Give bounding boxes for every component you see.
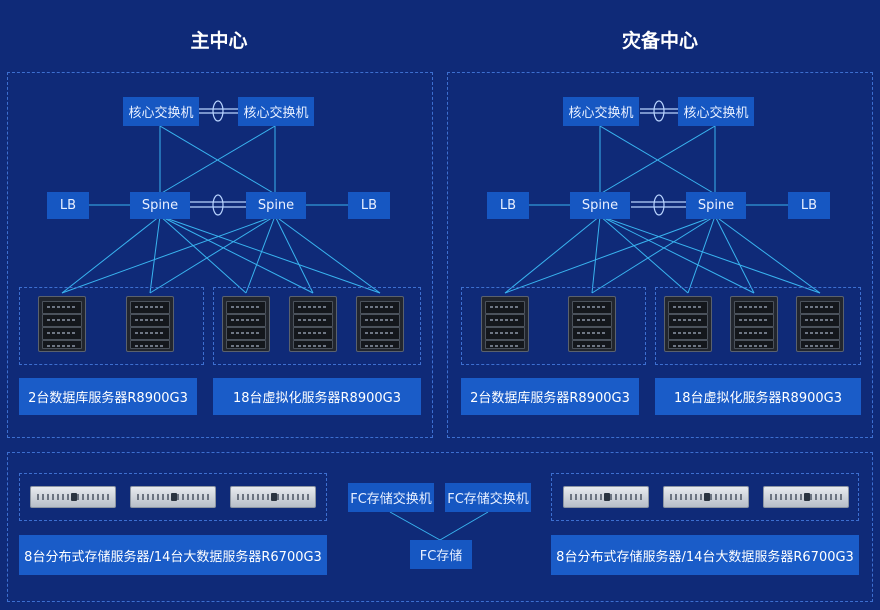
dr-lb-left: LB — [487, 192, 529, 219]
main-lb-left: LB — [47, 192, 89, 219]
server-rack — [38, 296, 86, 352]
dr-db-servers-label: 2台数据库服务器R8900G3 — [461, 378, 639, 415]
dr-db-server-group — [461, 287, 646, 365]
dr-spine-2: Spine — [686, 192, 746, 219]
dr-core-switch-2: 核心交换机 — [678, 97, 754, 126]
server-rack — [289, 296, 337, 352]
right-storage-group — [551, 473, 859, 521]
server-rack — [664, 296, 712, 352]
server-rack — [568, 296, 616, 352]
server-rack — [730, 296, 778, 352]
main-core-switch-1: 核心交换机 — [123, 97, 199, 126]
right-storage-label: 8台分布式存储服务器/14台大数据服务器R6700G3 — [551, 535, 859, 575]
storage-server — [230, 486, 316, 508]
server-rack — [481, 296, 529, 352]
fc-storage-switch-1: FC存储交换机 — [348, 483, 434, 512]
main-center-title: 主中心 — [190, 30, 248, 52]
left-storage-label: 8台分布式存储服务器/14台大数据服务器R6700G3 — [19, 535, 327, 575]
server-rack — [222, 296, 270, 352]
dr-core-switch-1: 核心交换机 — [563, 97, 639, 126]
storage-server — [130, 486, 216, 508]
storage-region — [7, 452, 873, 602]
storage-server — [763, 486, 849, 508]
dr-center-region — [447, 72, 873, 438]
server-rack — [796, 296, 844, 352]
main-db-servers-label: 2台数据库服务器R8900G3 — [19, 378, 197, 415]
fc-storage: FC存储 — [410, 540, 472, 569]
main-center-region — [7, 72, 433, 438]
storage-server — [563, 486, 649, 508]
server-rack — [126, 296, 174, 352]
fc-storage-switch-2: FC存储交换机 — [445, 483, 531, 512]
dr-virt-server-group — [655, 287, 861, 365]
main-db-server-group — [19, 287, 204, 365]
server-rack — [356, 296, 404, 352]
dr-virt-servers-label: 18台虚拟化服务器R8900G3 — [655, 378, 861, 415]
dr-center-title: 灾备中心 — [621, 30, 698, 52]
main-virt-servers-label: 18台虚拟化服务器R8900G3 — [213, 378, 421, 415]
storage-server — [663, 486, 749, 508]
main-spine-1: Spine — [130, 192, 190, 219]
main-lb-right: LB — [348, 192, 390, 219]
main-virt-server-group — [213, 287, 421, 365]
main-core-switch-2: 核心交换机 — [238, 97, 314, 126]
dr-spine-1: Spine — [570, 192, 630, 219]
storage-server — [30, 486, 116, 508]
main-spine-2: Spine — [246, 192, 306, 219]
dr-lb-right: LB — [788, 192, 830, 219]
left-storage-group — [19, 473, 327, 521]
